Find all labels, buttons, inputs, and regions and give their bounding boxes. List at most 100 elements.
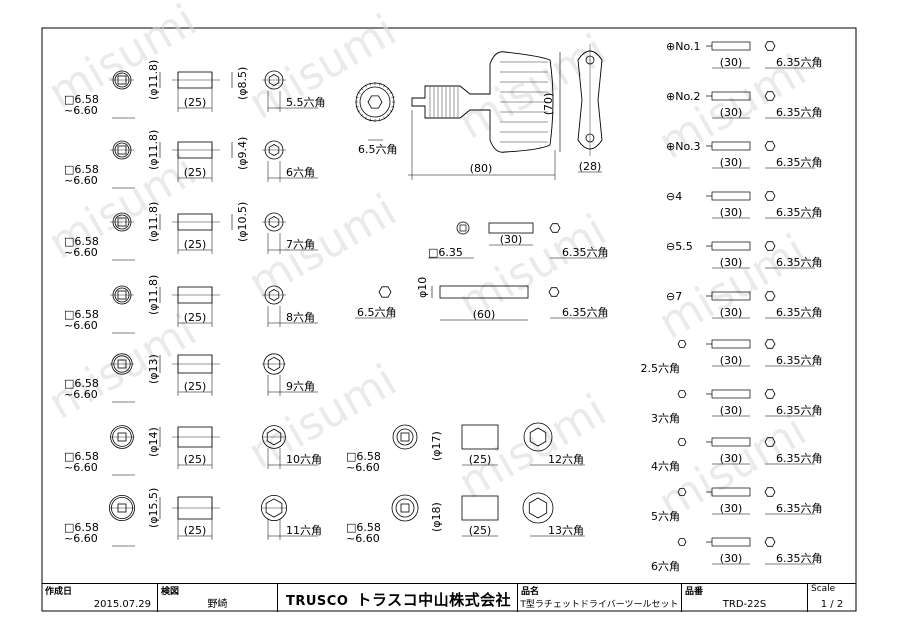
socket-row: □6.58~6.60(25)(φ11.8)(φ8.5)5.5六角 bbox=[64, 60, 326, 119]
socket-row: □6.58~6.60(25)(φ11.8)(φ10.5)7六角 bbox=[64, 202, 318, 261]
knurl-tick bbox=[391, 96, 395, 98]
bit-length-dimension: (30) bbox=[720, 502, 743, 515]
bit-hex-end bbox=[764, 41, 776, 51]
knurl-tick bbox=[386, 87, 390, 91]
drive-square-size-tolerance: ~6.60 bbox=[64, 532, 98, 545]
scale-value: 1 / 2 bbox=[820, 599, 844, 610]
drawing-frame bbox=[41, 27, 857, 612]
socket-row: □6.58~6.60(25)(φ15.5)11六角 bbox=[64, 488, 322, 547]
drive-square-size-tolerance: ~6.60 bbox=[346, 532, 380, 545]
socket-outer-diameter: (φ13) bbox=[147, 354, 160, 384]
product-name-cell: 品名 T型ラチェットドライバーツールセット bbox=[518, 584, 682, 612]
knurl-tick bbox=[391, 106, 395, 108]
bit-hex-size: 6.35六角 bbox=[776, 256, 823, 269]
adapter-hex-size: 6.35六角 bbox=[562, 246, 609, 259]
drive-square-size: □6.58 bbox=[64, 450, 99, 463]
bit-row: ⊖7(30)6.35六角 bbox=[666, 290, 823, 319]
bit-hex-end bbox=[764, 487, 776, 497]
socket-outer-diameter: (φ14) bbox=[147, 427, 160, 457]
handle-width-dimension: (80) bbox=[470, 162, 493, 175]
bit-hex-end bbox=[764, 389, 776, 399]
bit-row: 3六角(30)6.35六角 bbox=[651, 389, 823, 425]
extension-hex-size-left: 6.5六角 bbox=[357, 306, 397, 319]
drive-square-size-tolerance: ~6.60 bbox=[64, 319, 98, 332]
hex-size-label: 10六角 bbox=[286, 453, 322, 466]
large-hex-opening bbox=[528, 497, 548, 519]
bit-row: ⊕No.3 (30) 6.35六角 bbox=[666, 140, 823, 169]
handle-height-dimension: (70) bbox=[542, 93, 555, 116]
knurl-tick bbox=[355, 96, 359, 98]
knurl-tick bbox=[364, 116, 367, 120]
bit-type-label: ⊕No.3 bbox=[666, 140, 700, 153]
bit-length-dimension: (30) bbox=[720, 56, 743, 69]
drive-square-size: □6.58 bbox=[346, 450, 381, 463]
ratchet-handle-views: 6.5六角 (80) (70) (28) bbox=[355, 44, 603, 180]
bit-side-view bbox=[711, 191, 751, 201]
bit-row: ⊖4(30)6.35六角 bbox=[666, 190, 823, 219]
socket-row: □6.58~6.60(25)(φ11.8)(φ9.4)6六角 bbox=[64, 130, 318, 189]
handle-hex-size: 6.5六角 bbox=[358, 143, 398, 156]
socket-rows: □6.58~6.60(25)(φ11.8)(φ8.5)5.5六角□6.58~6.… bbox=[64, 60, 326, 547]
bit-hex-tip-end bbox=[677, 390, 687, 398]
knurl-tick bbox=[360, 113, 364, 117]
bit-type-label: 3六角 bbox=[651, 412, 680, 425]
socket-length-dimension: (25) bbox=[184, 453, 207, 466]
knurl-tick bbox=[389, 110, 393, 113]
large-socket-end-outer bbox=[392, 424, 418, 450]
socket-row: □6.58~6.60(25)(φ13)9六角 bbox=[64, 353, 318, 403]
drive-square-size-tolerance: ~6.60 bbox=[64, 174, 98, 187]
bit-row: ⊕No.2(30)6.35六角 bbox=[666, 90, 823, 119]
bit-hex-end bbox=[764, 339, 776, 349]
bit-hex-size: 6.35六角 bbox=[776, 306, 823, 319]
bit-length-dimension: (30) bbox=[720, 354, 743, 367]
socket-outer-diameter: (φ11.8) bbox=[147, 60, 160, 100]
drive-square-size-tolerance: ~6.60 bbox=[346, 461, 380, 474]
bit-length-dimension: (30) bbox=[720, 156, 743, 169]
large-socket-end-inner bbox=[395, 498, 415, 518]
socket-length-dimension: (25) bbox=[184, 238, 207, 251]
watermark-text: misumi bbox=[240, 185, 405, 310]
drive-square-size: □6.58 bbox=[64, 377, 99, 390]
handle-thickness-dimension: (28) bbox=[579, 160, 602, 173]
large-socket-rows: □6.58~6.60(25)(φ17)12六角□6.58~6.60(25)(φ1… bbox=[346, 422, 585, 545]
bit-hex-end bbox=[764, 291, 776, 301]
large-hex-opening bbox=[529, 427, 547, 447]
large-socket-row: □6.58~6.60(25)(φ17)12六角 bbox=[346, 422, 585, 474]
socket-length-dimension: (25) bbox=[469, 524, 492, 537]
hex-size-label: 7六角 bbox=[286, 238, 315, 251]
company-name: トラスコ中山株式会社 bbox=[356, 591, 512, 609]
bit-length-dimension: (30) bbox=[720, 256, 743, 269]
socket-end-view-outer bbox=[109, 494, 136, 521]
bit-row: 6六角(30)6.35六角 bbox=[651, 537, 823, 573]
bit-hex-size: 6.35六角 bbox=[776, 452, 823, 465]
socket-inner-diameter: (φ9.4) bbox=[236, 137, 249, 170]
hex-size-label: 9六角 bbox=[286, 380, 315, 393]
hex-opening bbox=[268, 144, 280, 156]
extension-length-dimension: (60) bbox=[473, 308, 496, 321]
code-value: TRD-22S bbox=[722, 599, 767, 610]
socket-outer-diameter: (φ18) bbox=[430, 502, 443, 532]
bit-type-label: 6六角 bbox=[651, 560, 680, 573]
large-socket-end-inner bbox=[396, 428, 414, 446]
socket-row: □6.58~6.60(25)(φ14)10六角 bbox=[64, 425, 322, 476]
bit-type-label: ⊖5.5 bbox=[666, 240, 693, 253]
bit-hex-end bbox=[764, 91, 776, 101]
hex-opening bbox=[266, 428, 282, 446]
socket-inner-diameter: (φ8.5) bbox=[236, 67, 249, 100]
socket-length-dimension: (25) bbox=[184, 524, 207, 537]
handle-front-profile bbox=[577, 50, 603, 150]
square-drive-hole bbox=[400, 503, 410, 513]
watermark-text: misumi bbox=[240, 5, 405, 130]
bit-length-dimension: (30) bbox=[720, 206, 743, 219]
drive-square-size: □6.58 bbox=[64, 521, 99, 534]
socket-outer-diameter: (φ17) bbox=[430, 431, 443, 461]
large-socket-row: □6.58~6.60(25)(φ18)13六角 bbox=[346, 492, 585, 545]
knurl-tick bbox=[383, 116, 386, 120]
bit-row: 2.5六角(30)6.35六角 bbox=[641, 339, 823, 375]
bit-hex-size: 6.35六角 bbox=[776, 156, 823, 169]
socket-length-dimension: (25) bbox=[184, 96, 207, 109]
bit-hex-tip-end bbox=[677, 538, 687, 546]
